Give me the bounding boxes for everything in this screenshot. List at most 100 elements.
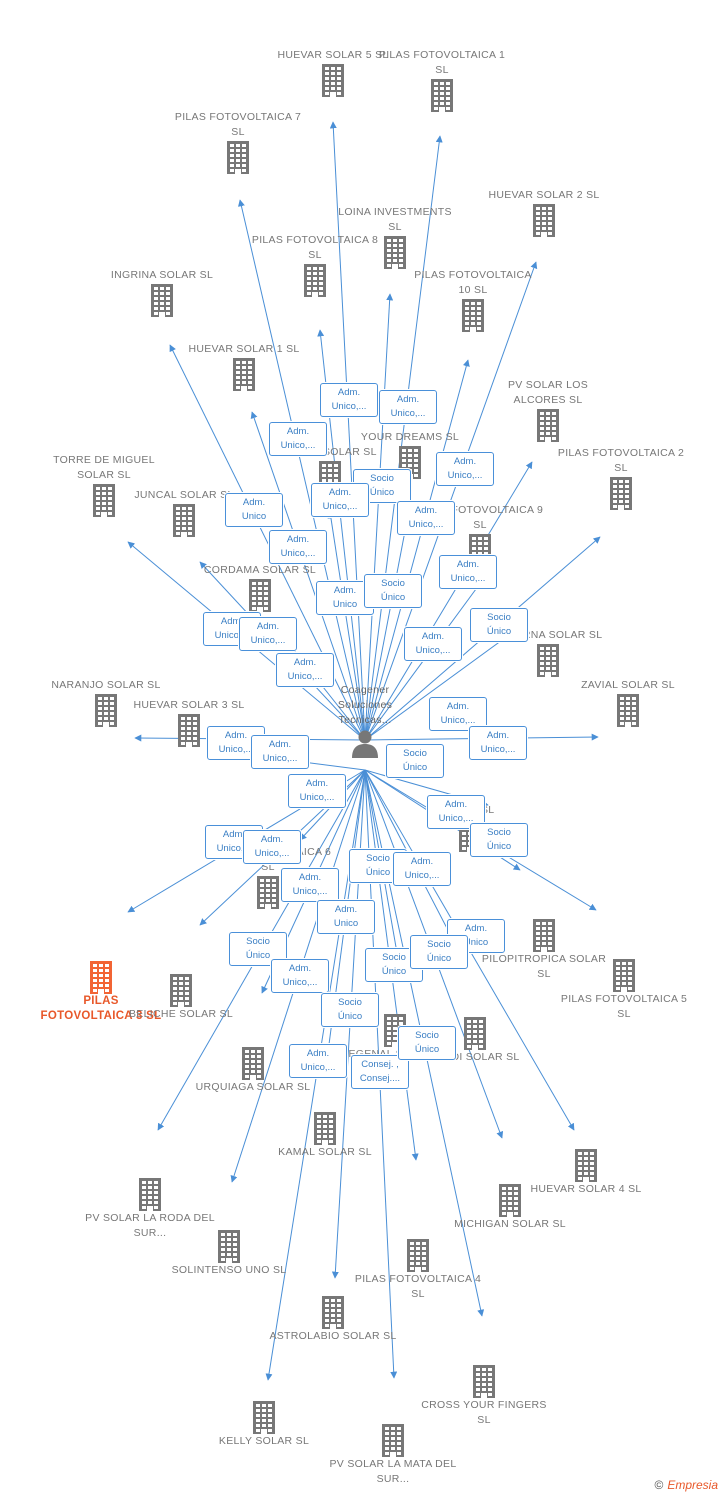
relation-label-box[interactable]: Adm.Unico,... xyxy=(269,530,327,564)
company-node-n08[interactable]: PILAS FOTOVOLTAICA 10 SL xyxy=(408,268,538,332)
relation-label-box[interactable]: Adm.Unico,... xyxy=(429,697,487,731)
relation-label-box[interactable]: Consej. ,Consej.... xyxy=(351,1055,409,1089)
building-icon xyxy=(464,1017,486,1050)
relation-label-box[interactable]: Adm.Unico,... xyxy=(276,653,334,687)
relation-role: Adm. xyxy=(444,799,468,810)
company-node-n10[interactable]: PV SOLAR LOS ALCORES SL xyxy=(483,378,613,442)
company-node-n07[interactable]: INGRINA SOLAR SL xyxy=(97,268,227,317)
relation-label-box[interactable]: Adm.Unico,... xyxy=(436,452,494,486)
company-node-n02[interactable]: PILAS FOTOVOLTAICA 1 SL xyxy=(377,48,507,112)
company-node-n20[interactable]: HUEVAR SOLAR 3 SL xyxy=(124,698,254,747)
company-node-n36[interactable]: PILAS FOTOVOLTAICA 4 SL xyxy=(353,1238,483,1302)
company-label: HUEVAR SOLAR 2 SL xyxy=(488,189,600,201)
relation-label-box[interactable]: Adm.Unico,... xyxy=(269,422,327,456)
company-node-n06[interactable]: PILAS FOTOVOLTAICA 8 SL xyxy=(250,233,380,297)
relation-detail: Unico,... xyxy=(299,792,335,803)
building-icon xyxy=(257,876,279,909)
relation-role: Adm. xyxy=(306,1048,330,1059)
company-node-n03[interactable]: PILAS FOTOVOLTAICA 7 SL xyxy=(173,110,303,174)
relation-role: Adm. xyxy=(337,387,361,398)
company-node-n25[interactable]: PILAS FOTOVOLTAICA 3 SL xyxy=(36,960,166,1024)
relation-label-box[interactable]: Adm. Unico,... xyxy=(289,1044,347,1078)
company-node-n13[interactable]: TORRE DE MIGUEL SOLAR SL xyxy=(39,453,169,517)
relation-edge xyxy=(238,199,366,741)
relation-role: Adm. xyxy=(256,621,280,632)
relation-detail: Único xyxy=(414,1044,440,1055)
relation-detail: Unico,... xyxy=(408,519,444,530)
building-icon xyxy=(253,1401,275,1434)
company-node-n01[interactable]: HUEVAR SOLAR 5 SL xyxy=(268,48,398,97)
company-label: KELLY SOLAR SL xyxy=(218,1435,310,1447)
relation-role: Adm. xyxy=(260,834,284,845)
company-node-n24[interactable]: PILOPITROPICA SOLAR SL xyxy=(479,918,609,982)
relation-label-box[interactable]: Adm.Unico,... xyxy=(397,501,455,535)
footer-brand[interactable]: ©Empresia xyxy=(654,1478,718,1492)
relation-detail: Unico,... xyxy=(390,408,426,419)
company-node-n35[interactable]: SOLINTENSO UNO SL xyxy=(164,1229,294,1278)
relation-detail: Unico,... xyxy=(300,1062,336,1073)
relation-detail: Único xyxy=(365,867,391,878)
relation-edge xyxy=(364,504,413,741)
building-icon xyxy=(462,299,484,332)
building-icon xyxy=(93,484,115,517)
company-node-n12[interactable]: YOUR DREAMS SL xyxy=(345,430,475,479)
company-node-n09[interactable]: HUEVAR SOLAR 1 SL xyxy=(179,342,309,391)
company-node-n21[interactable]: ZAVIAL SOLAR SL xyxy=(563,678,693,727)
building-icon xyxy=(537,644,559,677)
relation-label-box[interactable]: Adm.Unico,... xyxy=(469,726,527,760)
building-icon xyxy=(613,959,635,992)
relation-detail: Único xyxy=(245,950,271,961)
company-node-n05[interactable]: LOINA INVESTMENTS SL xyxy=(330,205,460,269)
relation-label-box[interactable]: Adm.Unico,... xyxy=(288,774,346,808)
relation-label-box[interactable]: Adm.Unico,... xyxy=(439,555,497,589)
relation-label-box[interactable]: Adm.Unico,... xyxy=(251,735,309,769)
company-node-n29[interactable]: FINIDI SOLAR SL xyxy=(410,1016,540,1065)
company-node-n34[interactable]: MICHIGAN SOLAR SL xyxy=(445,1183,575,1232)
building-icon xyxy=(322,1296,344,1329)
relation-role: Adm. xyxy=(242,497,266,508)
company-node-n27[interactable]: PILAS FOTOVOLTAICA 5 SL xyxy=(559,958,689,1022)
relation-label-box[interactable]: Adm.Unico,... xyxy=(243,830,301,864)
relation-label-box[interactable]: Adm.Unico xyxy=(317,900,375,934)
company-node-n40[interactable]: PV SOLAR LA MATA DEL SUR... xyxy=(328,1423,458,1487)
relation-label-box[interactable]: Adm.Unico,... xyxy=(281,868,339,902)
company-node-n15[interactable]: JUNCAL SOLAR SL xyxy=(119,488,249,537)
relation-role: Adm. xyxy=(334,904,358,915)
relation-label-box[interactable]: Adm.Unico,... xyxy=(393,852,451,886)
center-person-node[interactable]: Coagener Soluciones Tecnicas... xyxy=(325,683,405,758)
relation-role: Adm. xyxy=(421,631,445,642)
company-node-n26[interactable]: BELICHE SOLAR SL xyxy=(116,973,246,1022)
company-node-n38[interactable]: CROSS YOUR FINGERS SL xyxy=(419,1364,549,1428)
relation-role: Adm. xyxy=(288,963,312,974)
relation-label-box[interactable]: Adm.Unico,... xyxy=(404,627,462,661)
building-icon xyxy=(499,1184,521,1217)
relation-label-box[interactable]: Adm.Unico,... xyxy=(379,390,437,424)
relation-label-box[interactable]: Adm.Unico,... xyxy=(239,617,297,651)
company-node-n04[interactable]: HUEVAR SOLAR 2 SL xyxy=(479,188,609,237)
company-node-n32[interactable]: HUEVAR SOLAR 4 SL xyxy=(521,1148,651,1197)
company-label: PILAS FOTOVOLTAICA 7 SL xyxy=(174,111,302,138)
company-node-n30[interactable]: URQUIAGA SOLAR SL xyxy=(188,1046,318,1095)
company-node-n37[interactable]: ASTROLABIO SOLAR SL xyxy=(268,1295,398,1344)
company-node-n19[interactable]: NARANJO SOLAR SL xyxy=(41,678,171,727)
relation-role: Socio xyxy=(487,827,511,838)
relation-label-box[interactable]: Adm.Unico,... xyxy=(271,959,329,993)
building-icon xyxy=(384,236,406,269)
relation-role: Adm. xyxy=(464,923,488,934)
relation-detail: Unico,... xyxy=(331,401,367,412)
relation-label-box[interactable]: Adm.Unico,... xyxy=(311,483,369,517)
company-node-n14[interactable]: PILAS FOTOVOLTAICA 2 SL xyxy=(556,446,686,510)
company-node-n33[interactable]: PV SOLAR LA RODA DEL SUR... xyxy=(85,1177,215,1241)
company-node-n31[interactable]: KAMAL SOLAR SL xyxy=(260,1111,390,1160)
relation-label-box[interactable]: Adm. Unico,... xyxy=(320,383,378,417)
relation-label-box[interactable]: Adm.Unico xyxy=(225,493,283,527)
company-node-n17[interactable]: CORDAMA SOLAR SL xyxy=(195,563,325,612)
company-node-n39[interactable]: KELLY SOLAR SL xyxy=(199,1400,329,1449)
